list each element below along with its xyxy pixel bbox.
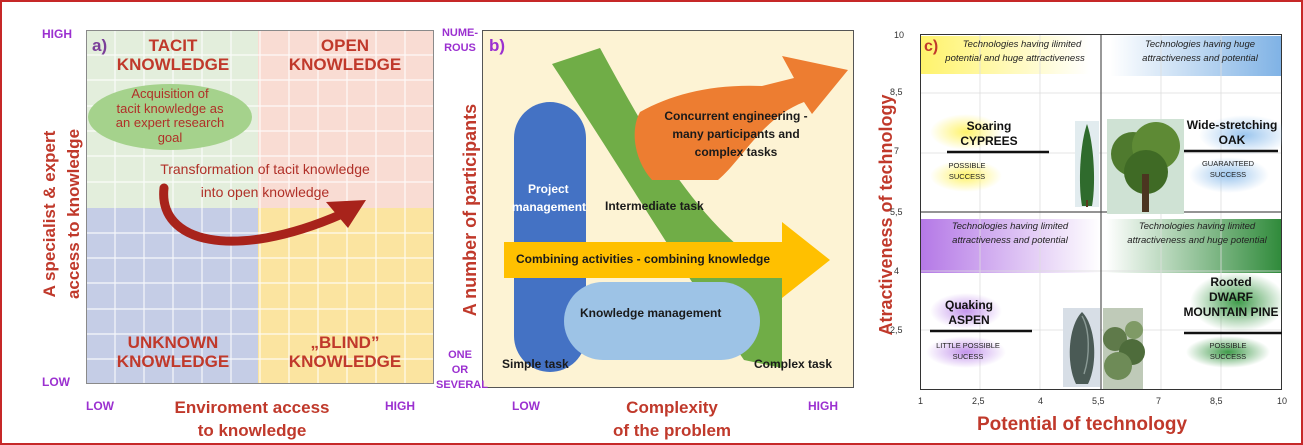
panel-b-x-low: LOW — [512, 399, 540, 413]
panel-b-y-top: NUME-ROUS — [441, 27, 479, 54]
x-tick-7: 7 — [1156, 396, 1162, 406]
x-tick-1: 1 — [918, 396, 924, 406]
aspen-tree-image — [1063, 308, 1100, 387]
mountain-pine-image — [1103, 308, 1145, 389]
knowledge-management-text: Knowledge management — [580, 306, 722, 320]
panel-b-shapes — [504, 48, 848, 372]
y-tick-4: 4 — [894, 266, 900, 276]
acquisition-ellipse — [88, 84, 252, 150]
cypress-tree-image — [1075, 121, 1099, 207]
y-tick-2-5: 2,5 — [890, 325, 903, 335]
x-tick-2-5: 2,5 — [972, 396, 985, 406]
panel-a-label: a) — [92, 36, 108, 55]
panel-a-y-low: LOW — [42, 375, 70, 389]
x-tick-10: 10 — [1277, 396, 1288, 406]
x-tick-5-5: 5,5 — [1092, 396, 1105, 406]
x-tick-8-5: 8,5 — [1210, 396, 1223, 406]
quadrant-blind-label: „BLIND”KNOWLEDGE — [288, 333, 402, 371]
panel-a-y-high: HIGH — [42, 27, 72, 41]
panel-b-label: b) — [489, 36, 506, 55]
panel-a-x-high: HIGH — [385, 399, 415, 413]
x-tick-4: 4 — [1038, 396, 1044, 406]
combining-arrow-shape — [504, 222, 830, 298]
panel-b-x-high: HIGH — [808, 399, 838, 413]
transformation-arrow — [159, 183, 366, 246]
y-tick-8-5: 8,5 — [890, 87, 903, 97]
y-tick-7: 7 — [894, 146, 900, 156]
combining-text: Combining activities - combining knowled… — [516, 252, 771, 266]
knowledge-management-shape — [564, 282, 760, 360]
panel-c-label: c) — [924, 38, 939, 55]
complex-task-text: Complex task — [754, 357, 833, 371]
panel-a-x-low: LOW — [86, 399, 114, 413]
panel-a-grid — [86, 30, 434, 384]
concurrent-engineering-shape — [634, 56, 848, 180]
simple-task-text: Simple task — [502, 357, 569, 371]
panel-c-x-axis-title: Potential of technology — [976, 414, 1188, 435]
panel-c-chart — [920, 34, 1282, 390]
y-tick-5-5: 5,5 — [890, 207, 903, 217]
intermediate-task-text: Intermediate task — [605, 199, 704, 213]
concurrent-engineering-text: Concurrent engineering -many participant… — [664, 109, 808, 159]
y-tick-10: 10 — [894, 30, 905, 40]
oak-tree-image — [1107, 119, 1184, 214]
panel-b-y-axis-title: A number of participants — [460, 103, 480, 317]
